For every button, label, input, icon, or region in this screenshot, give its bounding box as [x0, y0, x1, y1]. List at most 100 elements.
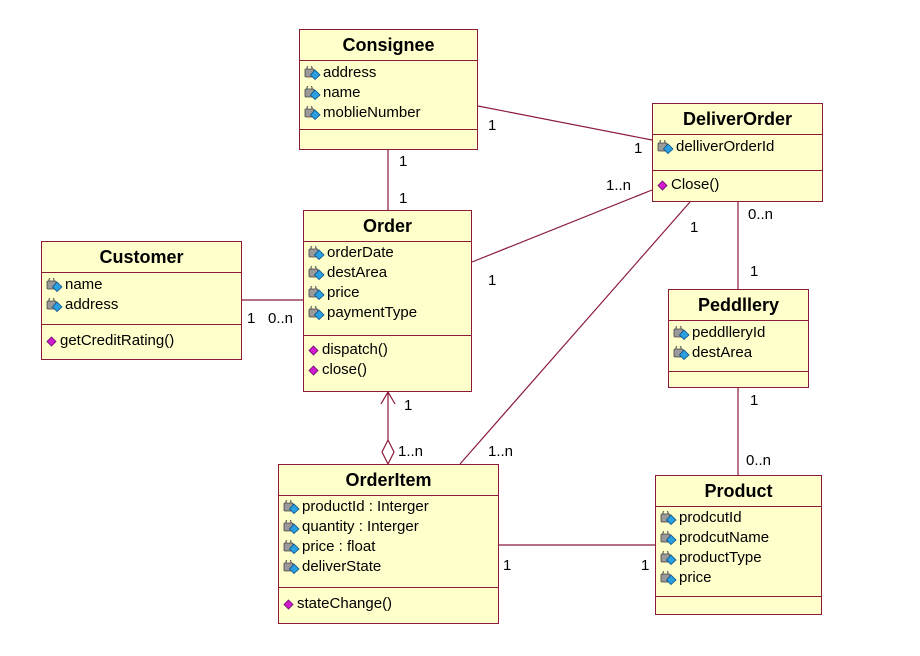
mult-consignee-deliverorder-right: 1	[634, 140, 642, 157]
mult-orderitem-product-left: 1	[503, 557, 511, 574]
mult-consignee-order-bottom: 1	[399, 190, 407, 207]
attribute-row[interactable]: moblieNumber	[304, 103, 477, 123]
class-peddllery[interactable]: Peddllery peddlleryId destArea	[668, 289, 809, 388]
attribute-row[interactable]: address	[46, 295, 241, 315]
mult-order-orderitem-top: 1	[404, 397, 412, 414]
attribute-icon	[660, 571, 677, 585]
attribute-name: price	[327, 284, 360, 301]
attribute-row[interactable]: quantity : Interger	[283, 517, 498, 537]
class-name: Order	[362, 216, 413, 236]
operation-name: getCreditRating()	[60, 332, 175, 349]
attribute-name: peddlleryId	[692, 324, 766, 341]
mult-orderitem-product-right: 1	[641, 557, 649, 574]
operations-section: stateChange()	[279, 587, 498, 623]
mult-customer-order-left: 1	[247, 310, 255, 327]
operation-row[interactable]: dispatch()	[308, 340, 471, 360]
class-deliverorder[interactable]: DeliverOrder delliverOrderId Close()	[652, 103, 823, 202]
operations-section: Close()	[653, 170, 822, 202]
attribute-row[interactable]: productId : Interger	[283, 497, 498, 517]
attribute-name: price : float	[302, 538, 376, 555]
attribute-row[interactable]: deliverState	[283, 557, 498, 577]
class-name: Peddllery	[697, 295, 780, 315]
operation-icon	[308, 364, 319, 376]
attribute-name: destArea	[692, 344, 753, 361]
operation-icon	[657, 179, 668, 191]
attribute-icon	[283, 540, 300, 554]
attribute-name: address	[65, 296, 119, 313]
attribute-icon	[308, 246, 325, 260]
attribute-name: paymentType	[327, 304, 418, 321]
class-name: Customer	[99, 247, 184, 267]
mult-order-deliverorder-right: 1..n	[606, 177, 631, 194]
attribute-row[interactable]: price : float	[283, 537, 498, 557]
attribute-name: address	[323, 64, 377, 81]
attribute-row[interactable]: delliverOrderId	[657, 137, 822, 157]
attribute-name: destArea	[327, 264, 388, 281]
attribute-name: productType	[679, 549, 762, 566]
assoc-deliverorder-orderitem[interactable]	[459, 201, 691, 465]
attribute-row[interactable]: destArea	[673, 343, 808, 363]
attribute-icon	[660, 551, 677, 565]
operation-icon	[308, 344, 319, 356]
attribute-name: productId : Interger	[302, 498, 429, 515]
operation-row[interactable]: getCreditRating()	[46, 331, 241, 351]
attribute-row[interactable]: price	[308, 283, 471, 303]
attribute-row[interactable]: peddlleryId	[673, 323, 808, 343]
assoc-order-deliverorder[interactable]	[471, 189, 653, 263]
attribute-row[interactable]: destArea	[308, 263, 471, 283]
attribute-row[interactable]: price	[660, 568, 821, 588]
attribute-icon	[308, 266, 325, 280]
attribute-row[interactable]: name	[46, 275, 241, 295]
mult-order-deliverorder-left: 1	[488, 272, 496, 289]
attribute-icon	[46, 278, 63, 292]
mult-peddllery-product-top: 1	[750, 392, 758, 409]
operation-name: stateChange()	[297, 595, 393, 612]
class-name: Product	[704, 481, 773, 501]
attribute-icon	[304, 86, 321, 100]
attribute-name: orderDate	[327, 244, 394, 261]
operation-name: close()	[322, 361, 368, 378]
operation-row[interactable]: stateChange()	[283, 594, 498, 614]
attributes-section: peddlleryId destArea	[669, 320, 808, 371]
mult-deliverorder-orderitem-bottom: 1..n	[488, 443, 513, 460]
operation-row[interactable]: close()	[308, 360, 471, 380]
mult-peddllery-product-bottom: 0..n	[746, 452, 771, 469]
attribute-row[interactable]: prodcutName	[660, 528, 821, 548]
attribute-name: deliverState	[302, 558, 382, 575]
class-name: Consignee	[342, 35, 435, 55]
operation-icon	[46, 335, 57, 347]
class-name: DeliverOrder	[682, 109, 793, 129]
operations-section: getCreditRating()	[42, 324, 241, 359]
attribute-row[interactable]: orderDate	[308, 243, 471, 263]
mult-deliverorder-peddllery-bottom: 1	[750, 263, 758, 280]
attributes-section: orderDate destArea price paymentType	[304, 241, 471, 335]
operation-icon	[283, 598, 294, 610]
attribute-name: moblieNumber	[323, 104, 421, 121]
operation-row[interactable]: Close()	[657, 175, 822, 195]
attribute-row[interactable]: prodcutId	[660, 508, 821, 528]
operations-section	[300, 129, 477, 149]
mult-consignee-order-top: 1	[399, 153, 407, 170]
assoc-consignee-deliverorder[interactable]	[477, 105, 653, 141]
attribute-row[interactable]: productType	[660, 548, 821, 568]
attribute-icon	[283, 500, 300, 514]
attribute-row[interactable]: name	[304, 83, 477, 103]
attribute-icon	[673, 346, 690, 360]
attribute-name: price	[679, 569, 712, 586]
attribute-row[interactable]: paymentType	[308, 303, 471, 323]
mult-deliverorder-peddllery-top: 0..n	[748, 206, 773, 223]
attribute-name: delliverOrderId	[676, 138, 775, 155]
mult-deliverorder-orderitem-top: 1	[690, 219, 698, 236]
attribute-row[interactable]: address	[304, 63, 477, 83]
attribute-icon	[308, 306, 325, 320]
attribute-icon	[308, 286, 325, 300]
